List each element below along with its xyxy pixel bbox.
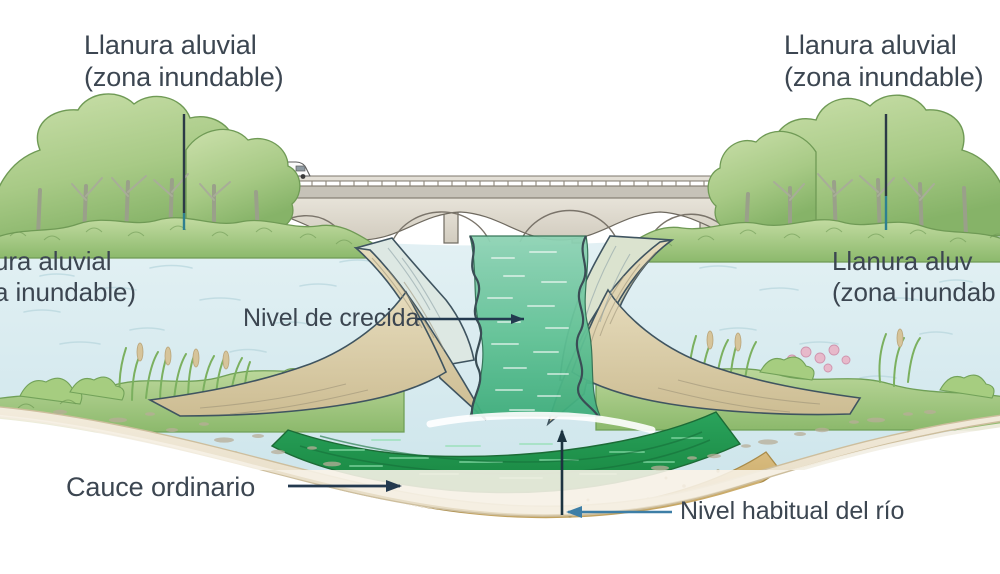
label-floodplain-mid-left-line2: a inundable) — [0, 276, 136, 307]
label-normal-level-text: Nivel habitual del río — [680, 497, 905, 525]
label-floodplain-mid-left: ura aluvial a inundable) — [0, 246, 136, 307]
label-flood-level: Nivel de crecida — [243, 304, 419, 334]
label-flood-level-text: Nivel de crecida — [243, 304, 420, 332]
label-floodplain-mid-left-line1: ura aluvial — [0, 246, 112, 276]
label-floodplain-mid-right-line1: Llanura aluv — [832, 246, 973, 276]
label-floodplain-top-right: Llanura aluvial (zona inundable) — [784, 30, 984, 94]
left-woodland — [0, 93, 375, 259]
label-floodplain-top-right-line1: Llanura aluvial — [784, 30, 957, 60]
right-woodland — [625, 94, 1000, 263]
label-ordinary-channel: Cauce ordinario — [66, 472, 255, 504]
normal-level-indicator — [557, 429, 672, 518]
label-floodplain-top-right-line2: (zona inundable) — [784, 61, 984, 92]
label-ordinary-channel-text: Cauce ordinario — [66, 472, 256, 502]
label-floodplain-top-left-line1: Llanura aluvial — [84, 30, 257, 60]
label-normal-level: Nivel habitual del río — [680, 497, 904, 527]
arrow-ordinary-channel — [288, 480, 402, 492]
arrow-flood-level — [415, 314, 524, 324]
label-floodplain-top-left: Llanura aluvial (zona inundable) — [84, 30, 284, 94]
label-floodplain-mid-right-line2: (zona inundab — [832, 276, 996, 307]
label-floodplain-mid-right: Llanura aluv (zona inundab — [832, 246, 996, 307]
label-floodplain-top-left-line2: (zona inundable) — [84, 61, 284, 92]
